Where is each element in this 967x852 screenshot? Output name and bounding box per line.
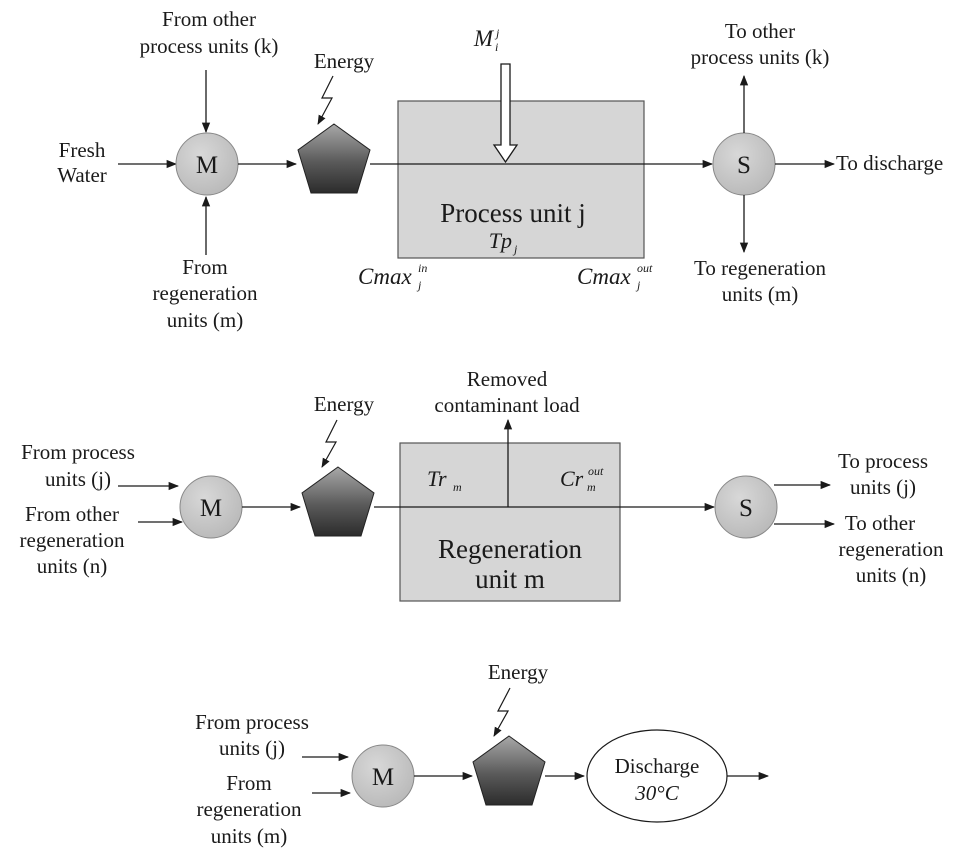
removed-line-1: Removed bbox=[467, 367, 548, 391]
out2-line-1: To other bbox=[845, 511, 915, 535]
in-bottom-line-3: units (m) bbox=[167, 308, 243, 332]
mixer-label-3: M bbox=[372, 764, 394, 791]
splitter-label-2: S bbox=[739, 495, 753, 522]
in2-line-1: From other bbox=[25, 502, 119, 526]
in1-line-1: From process bbox=[21, 440, 135, 464]
s3-in2-line-3: units (m) bbox=[211, 824, 287, 848]
out2-line-3: units (n) bbox=[856, 563, 927, 587]
out-top-line-1: To other bbox=[725, 19, 795, 43]
in-left-line-1: Fresh bbox=[59, 138, 106, 162]
cmax-in-label: Cmax bbox=[358, 264, 412, 289]
regeneration-unit-box bbox=[399, 442, 621, 602]
out-right-label: To discharge bbox=[836, 151, 943, 175]
process-unit-name: Process unit j bbox=[440, 198, 586, 228]
mixer-label-2: M bbox=[200, 495, 222, 522]
s3-in2-line-2: regeneration bbox=[197, 797, 302, 821]
in2-line-2: regeneration bbox=[20, 528, 125, 552]
energy-pentagon bbox=[297, 123, 371, 194]
discharge-label: Discharge bbox=[615, 754, 700, 778]
cmax-out-sup: out bbox=[637, 261, 653, 275]
in-top-line-2: process units (k) bbox=[140, 34, 279, 58]
process-unit-temp-sub: j bbox=[512, 242, 518, 256]
load-input-arrow bbox=[492, 63, 519, 164]
out1-line-1: To process bbox=[838, 449, 928, 473]
load-subscript: i bbox=[495, 40, 498, 54]
s3-in2-line-1: From bbox=[226, 771, 272, 795]
process-unit-temp: Tp bbox=[489, 228, 512, 253]
in-bottom-line-2: regeneration bbox=[153, 281, 258, 305]
process-unit-box bbox=[397, 100, 645, 259]
in1-line-2: units (j) bbox=[45, 467, 111, 491]
energy-label: Energy bbox=[314, 49, 375, 73]
load-superscript: j bbox=[494, 26, 500, 40]
tr-sub: m bbox=[453, 480, 462, 494]
regeneration-name-1: Regeneration bbox=[438, 534, 582, 564]
out-bottom-line-2: units (m) bbox=[722, 282, 798, 306]
splitter-node-2 bbox=[714, 475, 778, 539]
energy-pentagon-2 bbox=[301, 466, 375, 537]
tr-label: Tr bbox=[427, 466, 447, 491]
cr-sup: out bbox=[588, 464, 604, 478]
removed-line-2: contaminant load bbox=[434, 393, 580, 417]
cr-sub: m bbox=[587, 480, 596, 494]
s3-in1-line-1: From process bbox=[195, 710, 309, 734]
energy-lightning-icon bbox=[317, 75, 334, 125]
discharge-temperature: 30°C bbox=[634, 781, 679, 805]
energy-pentagon-3 bbox=[472, 735, 546, 806]
energy-lightning-icon-3 bbox=[493, 687, 511, 737]
section-2-regeneration-unit: M Energy Removed contaminant load Tr m C… bbox=[20, 367, 944, 602]
in-left-line-2: Water bbox=[57, 163, 107, 187]
section-1-process-unit: M Energy M j i Process unit j Tp j Cmax … bbox=[57, 7, 943, 332]
energy-label-2: Energy bbox=[314, 392, 375, 416]
regeneration-name-2: unit m bbox=[475, 564, 545, 594]
cr-label: Cr bbox=[560, 466, 584, 491]
out-bottom-line-1: To regeneration bbox=[694, 256, 827, 280]
s3-in1-line-2: units (j) bbox=[219, 736, 285, 760]
in-bottom-line-1: From bbox=[182, 255, 228, 279]
in-top-line-1: From other bbox=[162, 7, 256, 31]
energy-lightning-icon-2 bbox=[321, 419, 338, 468]
cmax-in-sub: j bbox=[416, 278, 422, 292]
section-3-discharge: M Energy Discharge 30°C From process uni… bbox=[195, 660, 770, 848]
energy-label-3: Energy bbox=[488, 660, 549, 684]
cmax-in-sup: in bbox=[418, 261, 427, 275]
mixer-label: M bbox=[196, 152, 218, 179]
load-label: M bbox=[473, 26, 495, 51]
out1-line-2: units (j) bbox=[850, 475, 916, 499]
cmax-out-label: Cmax bbox=[577, 264, 631, 289]
splitter-label: S bbox=[737, 152, 751, 179]
out2-line-2: regeneration bbox=[839, 537, 944, 561]
in2-line-3: units (n) bbox=[37, 554, 108, 578]
out-top-line-2: process units (k) bbox=[691, 45, 830, 69]
cmax-out-sub: j bbox=[635, 278, 641, 292]
